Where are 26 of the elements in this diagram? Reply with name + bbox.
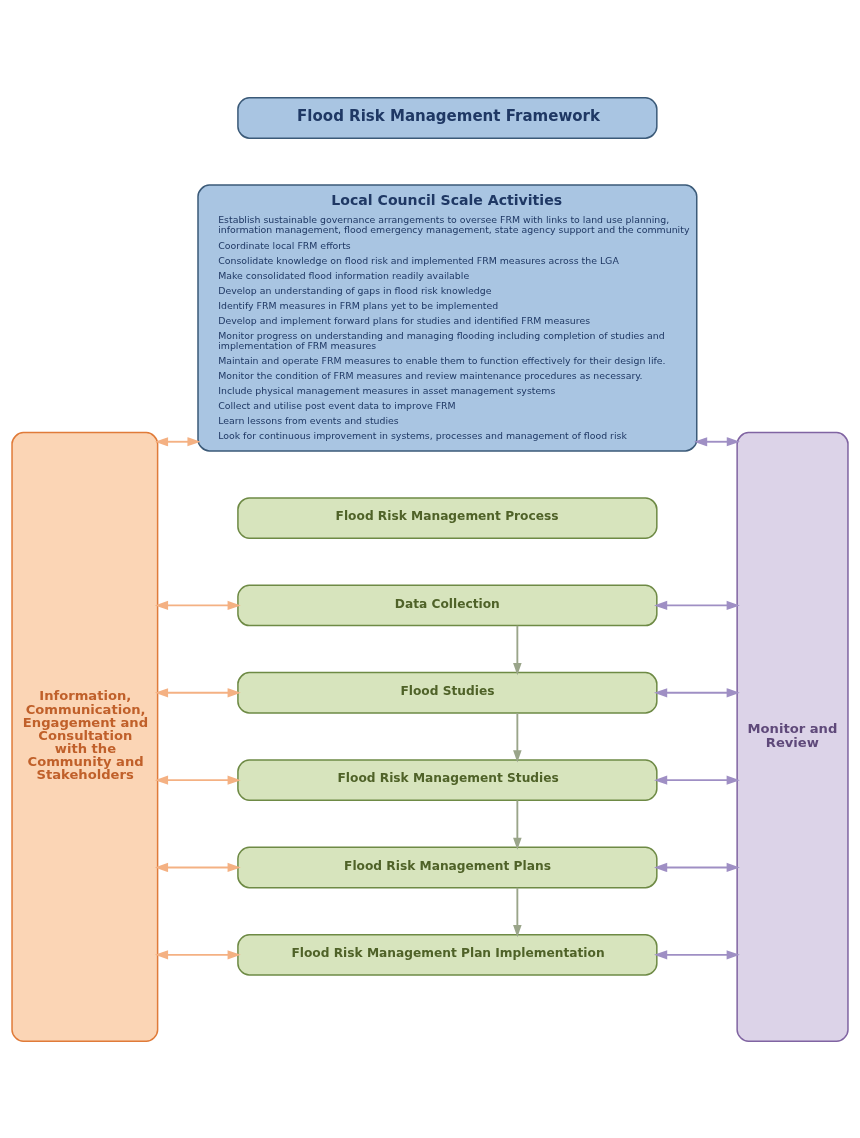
node-box: Local Council Scale Activities Establish sustainable governance arrangements to oversee FRM with links to land use planning, information management, flood emergency management, state agency support and the community Coordinate local FRM efforts Consolidate knowledge on flood risk and implemented FRM measures across the LGA Make consolidated flood information readily available Develop an understanding of gaps in flood risk knowledge Identify FRM measures in FRM plans yet to be implemented Develop and implement forward plans for studies and identified FRM measures Monitor progress on understanding and managing flooding including completion of studies and implementation of FRM measures Maintain and operate FRM measures to enable them to function effectively for their design life. Monitor the condition of FRM measures and review maintenance procedures as necessary. Include physical management measures in asset management systems Collect and utilise post event data to improve FRM Learn lessons from events and studies Look for continuous improvement in systems, processes and management of flood risk <box>197 183 698 452</box>
arrow <box>154 775 241 785</box>
arrow <box>154 436 201 446</box>
arrow <box>654 687 740 697</box>
arrow <box>154 862 241 872</box>
node-box: Data Collection <box>237 584 658 626</box>
arrow <box>513 711 522 762</box>
arrow <box>513 624 522 675</box>
arrow <box>154 687 241 697</box>
arrow <box>694 436 740 446</box>
arrow <box>513 886 522 937</box>
node-box: Flood Risk Management Framework <box>237 96 658 139</box>
node-box: Monitor and Review <box>736 431 849 1042</box>
node-box: Flood Risk Management Plan Implementation <box>237 933 658 976</box>
node-box: Flood Risk Management Process <box>237 496 658 539</box>
node-box: Flood Studies <box>237 671 658 714</box>
node-box: Information, Communication, Engagement and Consultation with the Community and Stakeholders <box>11 431 159 1042</box>
arrow <box>154 600 241 610</box>
arrow <box>654 949 740 959</box>
arrow <box>654 775 740 785</box>
arrow <box>513 798 522 850</box>
arrow <box>154 949 241 959</box>
arrow <box>654 600 740 610</box>
arrow <box>654 862 740 872</box>
node-box: Flood Risk Management Plans <box>237 846 658 888</box>
node-box: Flood Risk Management Studies <box>237 758 658 801</box>
